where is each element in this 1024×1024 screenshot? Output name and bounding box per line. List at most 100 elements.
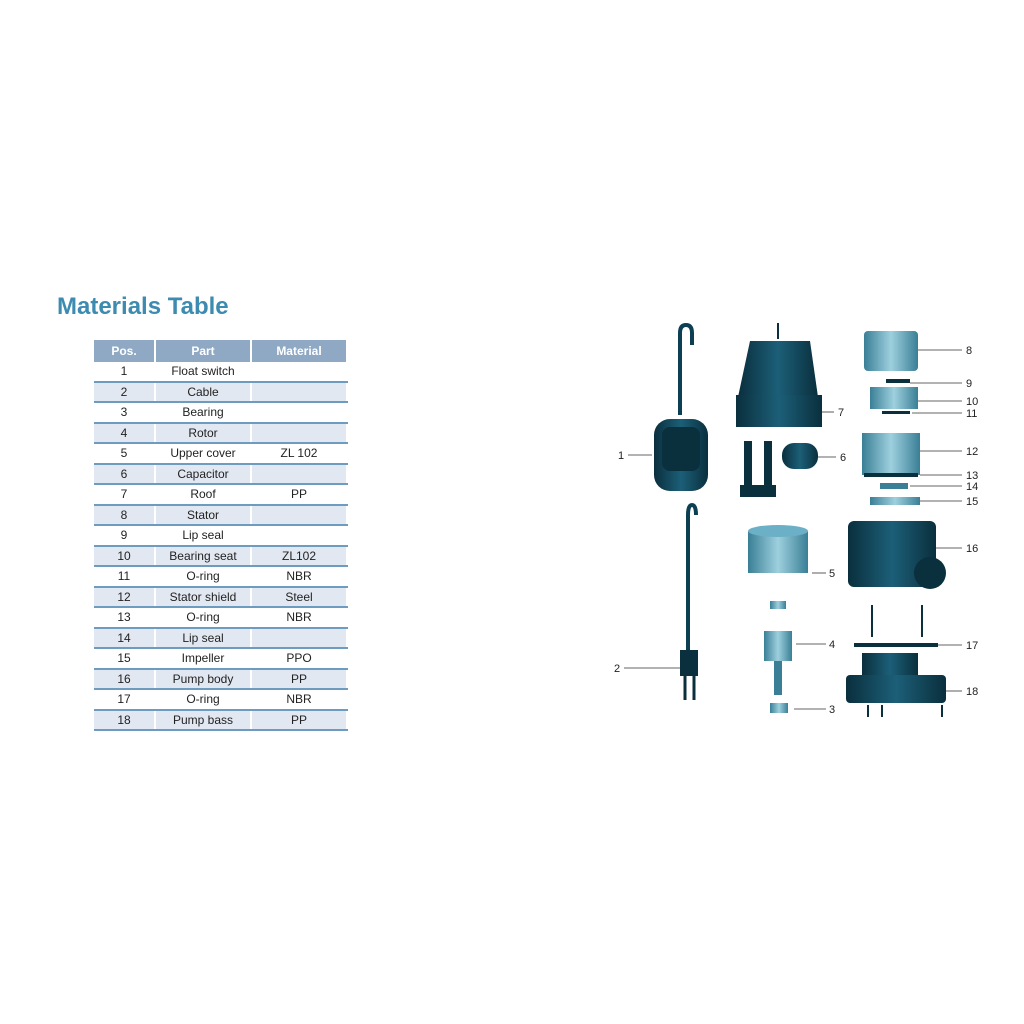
cell-pos: 15 xyxy=(94,648,156,670)
cell-pos: 11 xyxy=(94,566,156,588)
table-header-row: Pos. Part Material xyxy=(94,340,348,362)
cell-part: Stator xyxy=(155,504,252,526)
cell-part: Impeller xyxy=(155,648,252,670)
label-5: 5 xyxy=(829,568,835,580)
power-cable xyxy=(680,502,698,700)
cell-material: PPO xyxy=(251,648,348,670)
cell-part: Pump bass xyxy=(155,709,252,731)
label-8: 8 xyxy=(966,345,972,357)
cell-part: O-ring xyxy=(155,689,252,711)
cell-part: Pump body xyxy=(155,668,252,690)
label-16: 16 xyxy=(966,543,978,555)
capacitor xyxy=(782,443,818,469)
cell-pos: 16 xyxy=(94,668,156,690)
cell-material xyxy=(251,627,348,649)
leader-lines xyxy=(624,349,962,710)
upper-cover-parts xyxy=(740,441,808,573)
cell-material xyxy=(251,525,348,547)
label-1: 1 xyxy=(618,450,624,462)
cell-material: Steel xyxy=(251,586,348,608)
label-11: 11 xyxy=(966,408,977,420)
rotor xyxy=(764,601,792,713)
cell-pos: 18 xyxy=(94,709,156,731)
cell-material: PP xyxy=(251,484,348,506)
cell-material: ZL102 xyxy=(251,545,348,567)
cell-pos: 10 xyxy=(94,545,156,567)
cell-material: PP xyxy=(251,709,348,731)
cell-pos: 5 xyxy=(94,443,156,465)
part-labels: 1 2 3 4 5 6 7 8 9 10 11 12 13 14 15 16 1… xyxy=(614,345,978,716)
cell-material: NBR xyxy=(251,689,348,711)
cell-pos: 6 xyxy=(94,463,156,485)
cell-pos: 1 xyxy=(94,362,156,383)
cell-pos: 14 xyxy=(94,627,156,649)
label-14: 14 xyxy=(966,481,978,493)
header-part: Part xyxy=(155,340,252,362)
cell-material: PP xyxy=(251,668,348,690)
cell-material xyxy=(251,381,348,403)
cell-pos: 3 xyxy=(94,402,156,424)
cell-pos: 17 xyxy=(94,689,156,711)
label-7: 7 xyxy=(838,407,844,419)
cell-material: ZL 102 xyxy=(251,443,348,465)
cell-material xyxy=(251,422,348,444)
cell-part: O-ring xyxy=(155,566,252,588)
label-13: 13 xyxy=(966,470,978,482)
label-15: 15 xyxy=(966,496,978,508)
header-material: Material xyxy=(251,340,348,362)
pump-body xyxy=(848,521,946,647)
cell-pos: 9 xyxy=(94,525,156,547)
cell-material: NBR xyxy=(251,566,348,588)
page-title: Materials Table xyxy=(57,293,229,320)
cell-part: Lip seal xyxy=(155,525,252,547)
cell-pos: 12 xyxy=(94,586,156,608)
cell-part: Roof xyxy=(155,484,252,506)
cell-pos: 2 xyxy=(94,381,156,403)
label-3: 3 xyxy=(829,704,835,716)
cell-part: O-ring xyxy=(155,607,252,629)
cell-pos: 4 xyxy=(94,422,156,444)
cell-material xyxy=(251,504,348,526)
stator xyxy=(862,331,920,505)
label-6: 6 xyxy=(840,452,846,464)
roof xyxy=(736,323,822,427)
cell-part: Upper cover xyxy=(155,443,252,465)
cell-part: Lip seal xyxy=(155,627,252,649)
cell-part: Cable xyxy=(155,381,252,403)
cell-part: Stator shield xyxy=(155,586,252,608)
pump-base xyxy=(846,653,946,717)
cell-material xyxy=(251,402,348,424)
label-10: 10 xyxy=(966,396,978,408)
label-4: 4 xyxy=(829,639,835,651)
cell-part: Float switch xyxy=(155,362,252,383)
cell-part: Bearing xyxy=(155,402,252,424)
exploded-view-diagram: 1 2 3 4 5 6 7 8 9 10 11 12 13 14 15 16 1… xyxy=(614,322,978,717)
label-2: 2 xyxy=(614,663,620,675)
cell-material xyxy=(251,362,348,383)
label-9: 9 xyxy=(966,378,972,390)
cell-part: Capacitor xyxy=(155,463,252,485)
cell-material xyxy=(251,463,348,485)
cell-part: Bearing seat xyxy=(155,545,252,567)
label-18: 18 xyxy=(966,686,978,698)
float-switch xyxy=(654,322,708,491)
label-17: 17 xyxy=(966,640,978,652)
